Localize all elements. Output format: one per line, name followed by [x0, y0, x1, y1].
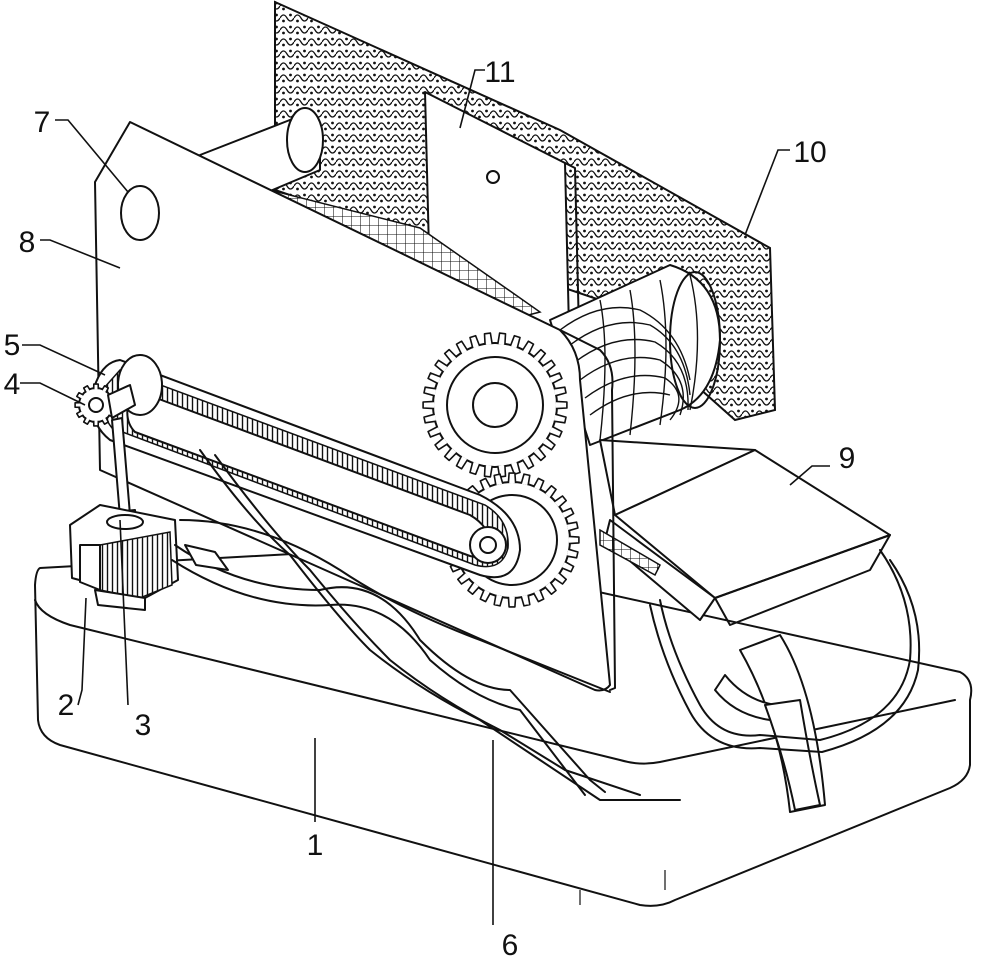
label-7: 7	[34, 106, 51, 139]
label-8: 8	[19, 226, 36, 259]
base-plate	[34, 547, 973, 907]
small-gear	[74, 383, 136, 427]
mounting-hole	[120, 185, 160, 241]
label-9: 9	[839, 442, 856, 475]
label-11: 11	[484, 56, 515, 89]
label-3: 3	[135, 709, 152, 742]
support-leg	[714, 634, 826, 813]
label-4: 4	[4, 368, 21, 401]
large-gear-teeth	[422, 332, 568, 478]
large-gear	[422, 332, 568, 478]
label-10: 10	[793, 136, 826, 169]
label-1: 1	[307, 829, 324, 862]
outlet-chute	[599, 439, 891, 626]
hoses	[171, 449, 921, 801]
callouts: 1 2 3 4 5 6 7 8 9 10 11	[4, 56, 856, 962]
label-5: 5	[4, 329, 21, 362]
crusher-drum	[549, 264, 721, 446]
label-6: 6	[502, 929, 519, 960]
label-2: 2	[58, 689, 75, 722]
motor	[69, 504, 179, 611]
chain-belt	[91, 354, 521, 579]
